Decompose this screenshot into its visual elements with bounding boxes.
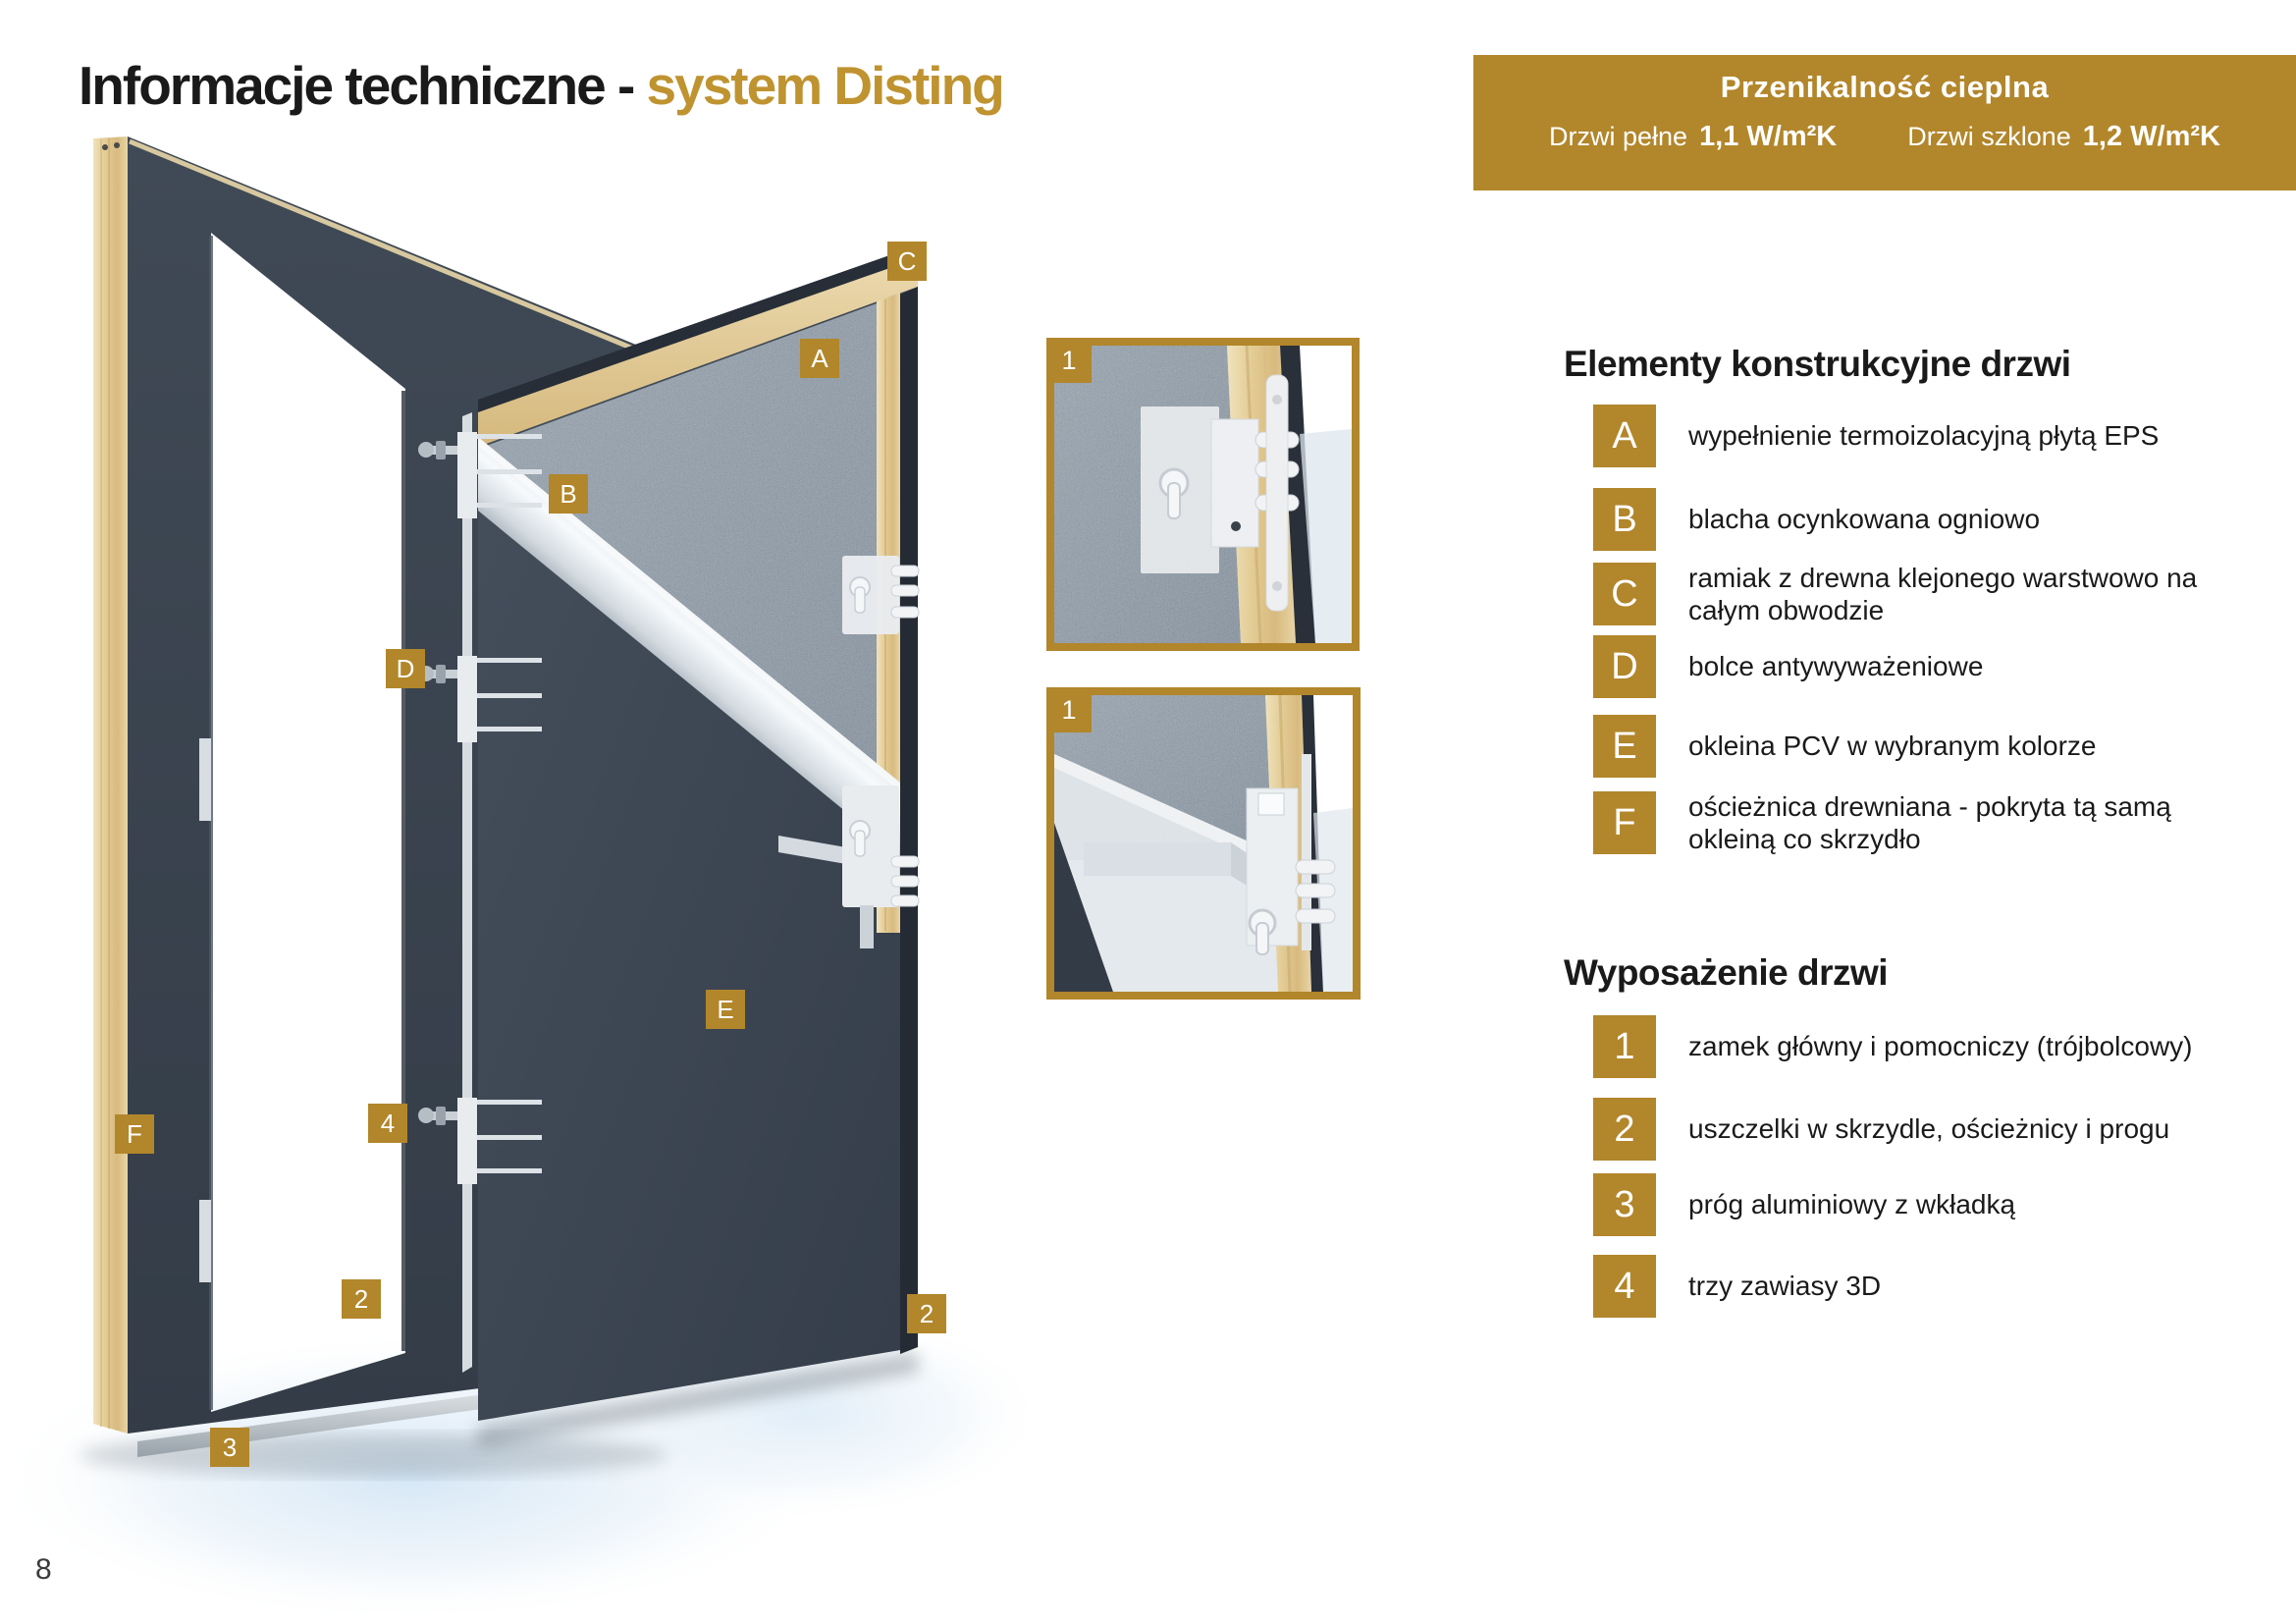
item-badge-c: C <box>1593 563 1656 626</box>
thermal-banner-specs: Drzwi pełne 1,1 W/m²K Drzwi szklone 1,2 … <box>1473 121 2296 153</box>
page-title-black: Informacje techniczne - <box>79 55 647 116</box>
thermal-banner-title: Przenikalność cieplna <box>1720 70 2050 104</box>
equipment-item-2: 2 uszczelki w skrzydle, ościeżnicy i pro… <box>1593 1098 2218 1161</box>
item-badge-b: B <box>1593 488 1656 551</box>
leaf-top-cap <box>478 245 918 412</box>
item-badge-3: 3 <box>1593 1173 1656 1236</box>
svg-text:C: C <box>898 246 917 276</box>
item-text-a: wypełnienie termoizolacyjną płytą EPS <box>1688 420 2160 452</box>
thermal-spec-solid: Drzwi pełne 1,1 W/m²K <box>1549 121 1838 152</box>
svg-text:F: F <box>127 1119 142 1149</box>
steel-sheet-band <box>478 437 900 856</box>
detail-badge-1: 1 <box>1046 338 1092 383</box>
item-text-2: uszczelki w skrzydle, ościeżnicy i progu <box>1688 1113 2170 1145</box>
lock-detail-2-image <box>1054 695 1353 992</box>
svg-text:A: A <box>811 344 828 373</box>
door-diagram: C A B D E F 4 <box>0 136 1031 1624</box>
construction-heading: Elementy konstrukcyjne drzwi <box>1564 344 2071 384</box>
thermal-banner: Przenikalność cieplna Drzwi pełne 1,1 W/… <box>1473 55 2296 190</box>
steel-sheet-highlight <box>478 437 900 791</box>
svg-text:4: 4 <box>381 1109 395 1138</box>
construction-item-a: A wypełnienie termoizolacyjną płytą EPS <box>1593 405 2218 467</box>
frame-leaf-gap <box>462 412 472 1373</box>
item-badge-2: 2 <box>1593 1098 1656 1161</box>
hinge <box>418 1098 542 1184</box>
door-label-2-right: 2 <box>907 1294 946 1333</box>
door-leaf <box>418 245 972 1421</box>
item-badge-e: E <box>1593 715 1656 778</box>
main-lock <box>778 785 920 948</box>
svg-text:3: 3 <box>223 1433 237 1462</box>
item-text-d: bolce antywyważeniowe <box>1688 651 1984 682</box>
leaf-wood-frame-top <box>478 258 918 447</box>
item-badge-1: 1 <box>1593 1015 1656 1078</box>
item-badge-f: F <box>1593 791 1656 855</box>
edge-reflection <box>918 245 972 1347</box>
door-label-e: E <box>706 990 745 1029</box>
page-title-gold: system Disting <box>646 55 1005 116</box>
svg-text:2: 2 <box>920 1299 934 1328</box>
door-label-a: A <box>800 339 839 378</box>
construction-item-c: C ramiak z drewna klejonego warstwowo na… <box>1593 562 2218 626</box>
lock-detail-1-image <box>1054 346 1352 643</box>
frame-strike-plate <box>199 1200 211 1282</box>
page-number: 8 <box>35 1553 52 1586</box>
svg-text:B: B <box>560 479 576 509</box>
construction-item-b: B blacha ocynkowana ogniowo <box>1593 488 2218 551</box>
leaf-edge-strip <box>900 287 918 1354</box>
hinge <box>418 432 542 518</box>
item-text-f: ościeżnica drewniana - pokryta tą samą o… <box>1688 791 2171 855</box>
svg-text:E: E <box>717 995 733 1024</box>
construction-item-f: F ościeżnica drewniana - pokryta tą samą… <box>1593 790 2218 855</box>
item-text-c: ramiak z drewna klejonego warstwowo na c… <box>1688 563 2198 626</box>
svg-text:2: 2 <box>354 1284 368 1314</box>
item-badge-d: D <box>1593 635 1656 698</box>
item-text-e: okleina PCV w wybranym kolorze <box>1688 731 2097 762</box>
door-label-4: 4 <box>368 1104 407 1143</box>
frame-wood-stile <box>93 136 128 1434</box>
item-text-1: zamek główny i pomocniczy (trójbolcowy) <box>1688 1031 2193 1062</box>
page-title: Informacje techniczne - system Disting <box>79 54 1005 117</box>
lock-detail-photo-2: 1 <box>1046 687 1361 1000</box>
svg-text:D: D <box>397 654 415 683</box>
door-label-3: 3 <box>210 1428 249 1467</box>
item-text-4: trzy zawiasy 3D <box>1688 1271 1882 1302</box>
frame-strike-plate <box>199 738 211 821</box>
hinge <box>418 656 542 742</box>
door-label-c: C <box>887 242 927 281</box>
thermal-spec-glazed: Drzwi szklone 1,2 W/m²K <box>1907 121 2220 152</box>
aux-lock <box>842 556 920 634</box>
construction-item-d: D bolce antywyważeniowe <box>1593 635 2218 698</box>
equipment-item-4: 4 trzy zawiasy 3D <box>1593 1255 2218 1318</box>
leaf-shadow <box>478 1352 918 1447</box>
detail-badge-2: 1 <box>1046 687 1092 732</box>
lock-detail-photo-1: 1 <box>1046 338 1360 651</box>
item-badge-4: 4 <box>1593 1255 1656 1318</box>
door-label-f: F <box>115 1114 154 1154</box>
equipment-item-1: 1 zamek główny i pomocniczy (trójbolcowy… <box>1593 1015 2218 1078</box>
item-text-b: blacha ocynkowana ogniowo <box>1688 504 2041 535</box>
diagram-labels: C A B D E F 4 <box>115 242 946 1467</box>
door-label-d: D <box>386 649 425 688</box>
equipment-heading: Wyposażenie drzwi <box>1564 952 1889 993</box>
construction-item-e: E okleina PCV w wybranym kolorze <box>1593 715 2218 778</box>
door-label-b: B <box>549 474 588 514</box>
item-badge-a: A <box>1593 405 1656 467</box>
equipment-item-3: 3 próg aluminiowy z wkładką <box>1593 1173 2218 1236</box>
item-text-3: próg aluminiowy z wkładką <box>1688 1189 2016 1220</box>
door-label-2-left: 2 <box>342 1279 381 1319</box>
